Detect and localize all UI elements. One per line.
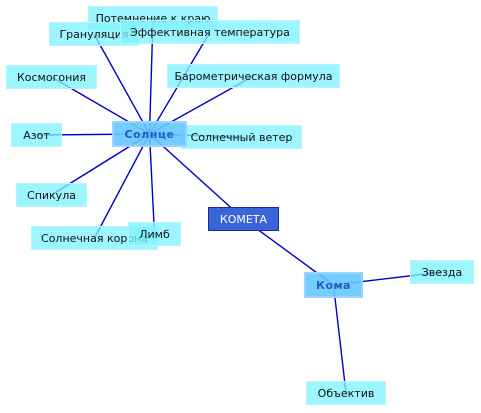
hub-node-koma[interactable]: Кома bbox=[304, 272, 363, 298]
node-spikula[interactable]: Спикула bbox=[16, 183, 87, 207]
node-kosmogoniya[interactable]: Космогония bbox=[6, 65, 97, 89]
edge-solnce-korona bbox=[93, 133, 151, 239]
node-effektivnaya-temperatura[interactable]: Эффективная температура bbox=[120, 20, 300, 44]
edge-solnce-kometa bbox=[149, 133, 244, 220]
node-azot[interactable]: Азот bbox=[11, 123, 62, 147]
node-limb[interactable]: Лимб bbox=[128, 222, 181, 246]
node-solnechnyi-veter[interactable]: Солнечный ветер bbox=[181, 125, 302, 149]
hub-node-solnce[interactable]: Солнце bbox=[112, 121, 187, 147]
edge-koma-obektiv bbox=[332, 284, 347, 394]
node-zvezda[interactable]: Звезда bbox=[410, 260, 474, 284]
edge-solnce-limb bbox=[148, 133, 156, 235]
node-barometricheskaya-formula[interactable]: Барометрическая формула bbox=[167, 64, 340, 88]
node-obektiv[interactable]: Объектив bbox=[306, 381, 386, 405]
edge-solnce-granulyaciya bbox=[93, 33, 151, 135]
root-node-kometa[interactable]: КОМЕТА bbox=[208, 207, 279, 231]
